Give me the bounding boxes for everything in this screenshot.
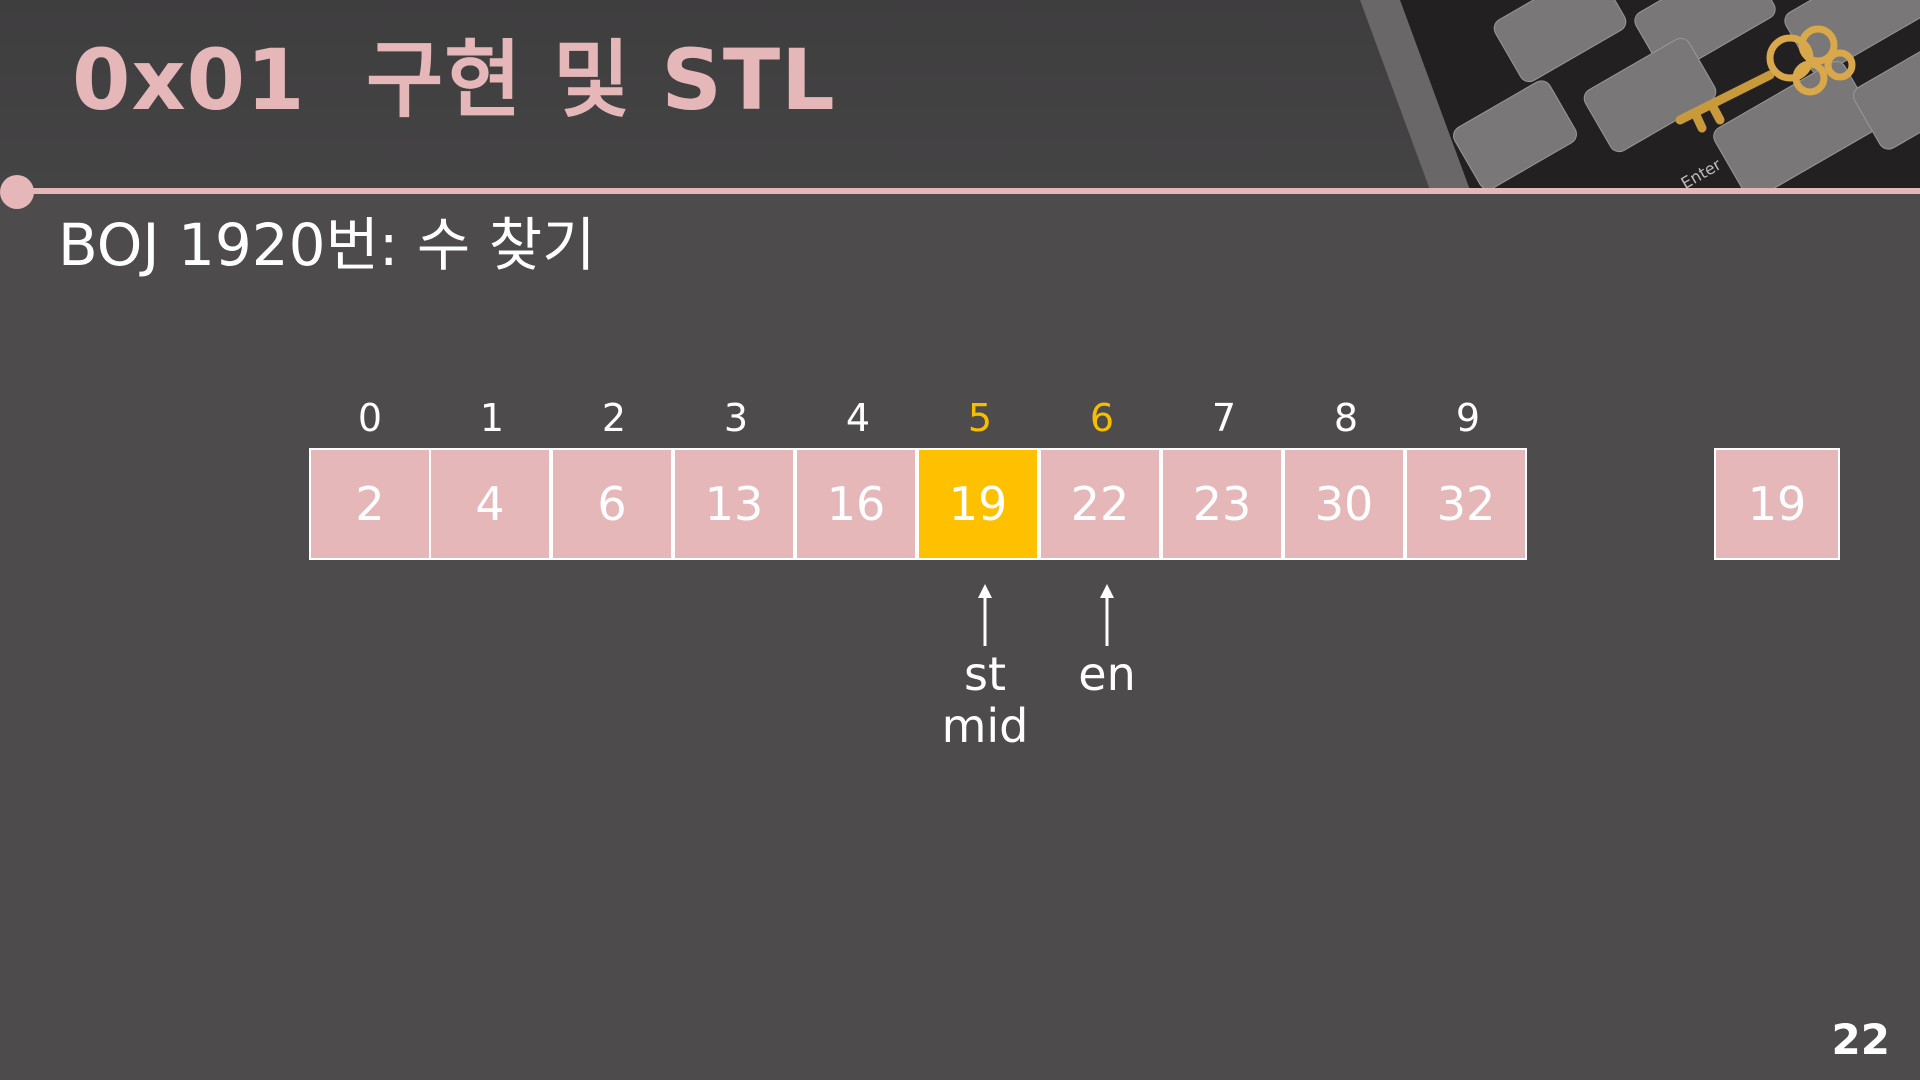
array-index: 7 <box>1211 396 1237 440</box>
array-column: 1 4 <box>429 396 553 560</box>
array-cell: 30 <box>1283 448 1405 560</box>
array-index: 2 <box>601 396 627 440</box>
problem-title: BOJ 1920번: 수 찾기 <box>58 211 596 279</box>
array-index: 4 <box>845 396 871 440</box>
array-cell: 32 <box>1405 448 1527 560</box>
array-index: 8 <box>1333 396 1359 440</box>
keyboard-key-image: Enter <box>1360 0 1920 190</box>
st-mid-pointer: st mid <box>915 584 1055 752</box>
array-column: 7 23 <box>1161 396 1285 560</box>
array-cell-highlighted: 19 <box>917 448 1039 560</box>
array-column: 3 13 <box>673 396 797 560</box>
array-cell: 6 <box>551 448 673 560</box>
array-cell: 22 <box>1039 448 1161 560</box>
en-pointer: en <box>1037 584 1177 700</box>
array-index: 9 <box>1455 396 1481 440</box>
array-column: 8 30 <box>1283 396 1407 560</box>
up-arrow-icon <box>1100 584 1114 646</box>
array-column: 9 32 <box>1405 396 1529 560</box>
array-column: 5 19 <box>917 396 1041 560</box>
array-cell: 2 <box>309 448 431 560</box>
st-label: st <box>963 647 1006 701</box>
array-index: 0 <box>357 396 383 440</box>
page-number: 22 <box>1831 1015 1890 1064</box>
divider-line <box>18 188 1920 194</box>
up-arrow-icon <box>978 584 992 646</box>
array-index-highlighted: 6 <box>1089 396 1115 440</box>
array-cell: 13 <box>673 448 795 560</box>
mid-label: mid <box>941 699 1029 753</box>
slide-title: 0x01 구현 및 STL <box>72 31 836 129</box>
array-column: 2 6 <box>551 396 675 560</box>
array-index: 3 <box>723 396 749 440</box>
array-cell: 4 <box>429 448 551 560</box>
array-column: 4 16 <box>795 396 919 560</box>
search-target-cell: 19 <box>1714 448 1840 560</box>
array-cell: 16 <box>795 448 917 560</box>
array-cell: 23 <box>1161 448 1283 560</box>
sorted-array: 0 2 1 4 2 6 3 13 4 16 5 19 6 22 7 23 <box>309 396 1529 560</box>
array-index-highlighted: 5 <box>967 396 993 440</box>
array-column: 6 22 <box>1039 396 1163 560</box>
array-index: 1 <box>479 396 505 440</box>
array-column: 0 2 <box>309 396 431 560</box>
en-label: en <box>1078 647 1136 701</box>
